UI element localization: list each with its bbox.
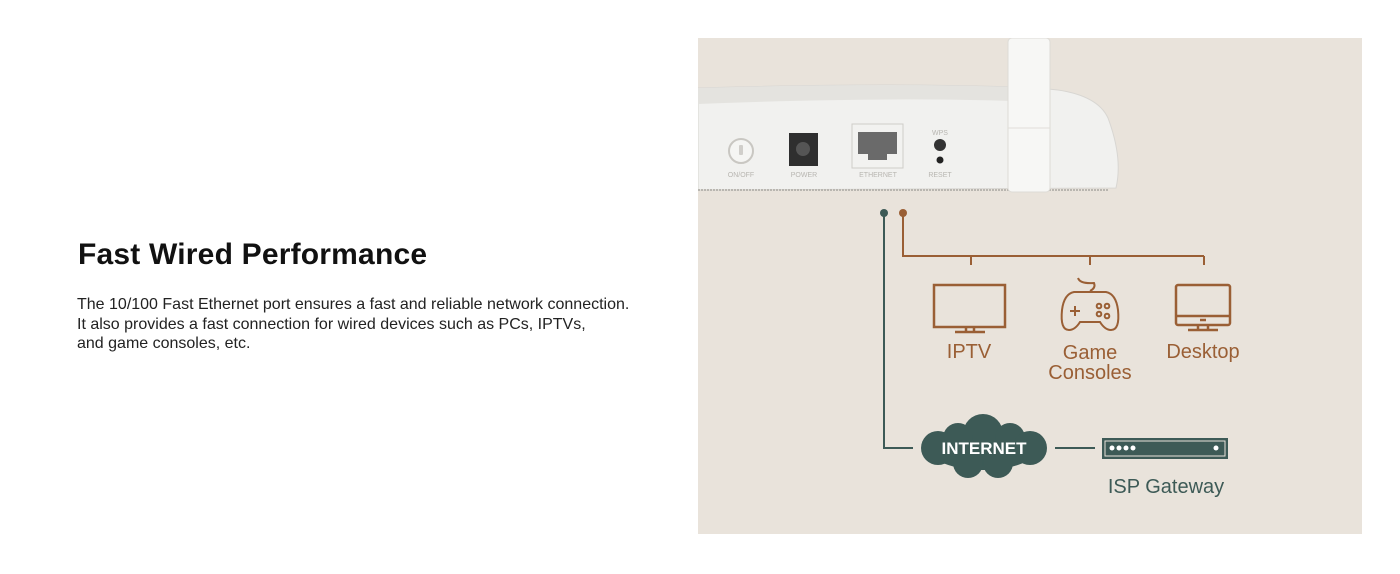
- wan-connection-line: [883, 213, 913, 449]
- section-heading: Fast Wired Performance: [78, 238, 428, 271]
- port-label: ETHERNET: [859, 172, 897, 179]
- lan-dot: [899, 209, 907, 217]
- lan-connection-lines: [902, 213, 1205, 265]
- internet-cloud-icon: [921, 414, 1047, 478]
- section-description: The 10/100 Fast Ethernet port ensures a …: [77, 295, 677, 354]
- reset-hole-icon: [936, 156, 944, 164]
- device-label-desktop: Desktop: [1166, 341, 1239, 363]
- device-label-game: Game: [1063, 342, 1117, 364]
- device-label-iptv: IPTV: [947, 341, 992, 363]
- device-label-consoles: Consoles: [1048, 362, 1131, 384]
- wired-diagram: WPS ON/OFF POWER ETHERNET RESET IPTV: [697, 37, 1240, 498]
- port-label: RESET: [928, 172, 952, 179]
- router-image: WPS ON/OFF POWER ETHERNET RESET: [697, 37, 1119, 193]
- tv-icon: [932, 283, 1007, 334]
- description-line: and game consoles, etc.: [77, 335, 251, 352]
- gamepad-icon: [1060, 277, 1120, 332]
- isp-gateway-icon: [1102, 438, 1228, 459]
- description-line: It also provides a fast connection for w…: [77, 315, 586, 333]
- wired-diagram-panel: WPS ON/OFF POWER ETHERNET RESET IPTV: [697, 37, 1362, 534]
- desktop-icon: [1174, 283, 1232, 332]
- description-line: The 10/100 Fast Ethernet port ensures a …: [77, 296, 630, 313]
- port-label: POWER: [791, 172, 817, 179]
- wps-button-icon: [934, 139, 946, 151]
- internet-label: INTERNET: [942, 439, 1028, 458]
- wps-label: WPS: [932, 130, 948, 137]
- wan-dot: [880, 209, 888, 217]
- isp-gateway-label: ISP Gateway: [1108, 476, 1224, 498]
- port-label: ON/OFF: [728, 172, 754, 179]
